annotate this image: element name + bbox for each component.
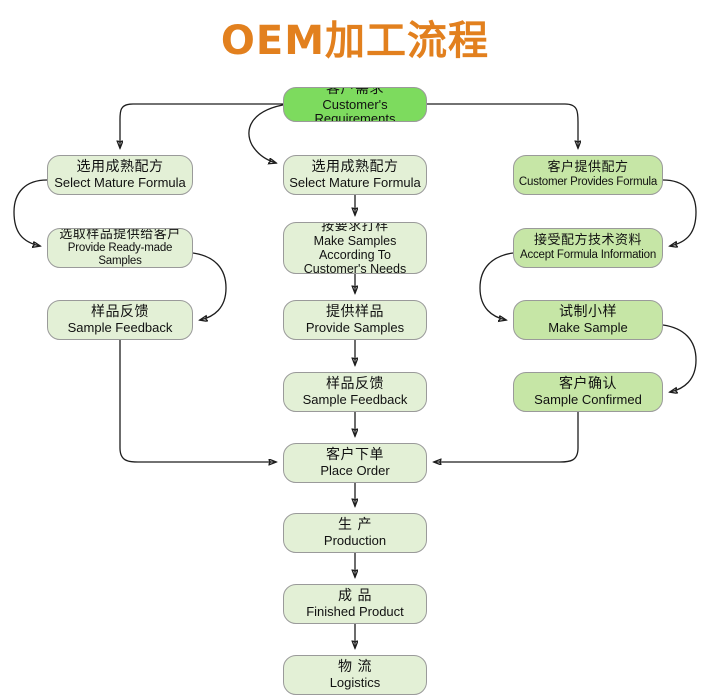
node-label-cn: 选用成熟配方 — [311, 158, 399, 175]
edge-left-feedback-to-place-order — [119, 340, 276, 462]
edge-ready-samples-to-left-feedback — [192, 252, 227, 320]
edge-req-to-right-formula — [427, 103, 578, 148]
edge-req-to-left-formula — [120, 103, 283, 148]
node-label-en: Finished Product — [306, 603, 404, 619]
node-label-en: Make Samples According To Customer's Nee… — [303, 234, 407, 274]
node-label-cn: 按要求打样 — [321, 222, 389, 234]
node-finished-product[interactable]: 成 品 Finished Product — [283, 584, 427, 624]
node-label-en: Customer Provides Formula — [518, 175, 658, 188]
node-label-cn: 生 产 — [338, 516, 372, 533]
node-label-en: Provide Samples — [305, 319, 405, 335]
edge-right-formula-to-accept-info — [662, 179, 697, 246]
node-label-en: Sample Feedback — [67, 319, 173, 335]
node-label-cn: 客户确认 — [559, 375, 617, 392]
page-title: OEM加工流程 — [220, 18, 490, 64]
node-label-cn: 选取样品提供给客户 — [59, 228, 181, 242]
edge-req-to-center-formula — [248, 103, 289, 163]
node-logistics[interactable]: 物 流 Logistics — [283, 655, 427, 695]
node-label-en: Provide Ready-made Samples — [67, 242, 173, 268]
node-label-en: Select Mature Formula — [54, 174, 186, 190]
node-customer-provides-formula[interactable]: 客户提供配方 Customer Provides Formula — [513, 155, 663, 195]
node-customer-requirements[interactable]: 客户需求 Customer's Requirements — [283, 87, 427, 122]
node-select-mature-formula-left[interactable]: 选用成熟配方 Select Mature Formula — [47, 155, 193, 195]
edge-left-formula-to-ready-samples — [13, 179, 48, 246]
node-label-cn: 样品反馈 — [326, 375, 384, 392]
node-label-cn: 物 流 — [338, 658, 372, 675]
node-label-cn: 提供样品 — [326, 303, 384, 320]
node-label-en: Select Mature Formula — [289, 174, 421, 190]
node-place-order[interactable]: 客户下单 Place Order — [283, 443, 427, 483]
node-production[interactable]: 生 产 Production — [283, 513, 427, 553]
node-label-cn: 客户需求 — [326, 87, 384, 98]
node-label-cn: 客户下单 — [326, 446, 384, 463]
node-label-en: Place Order — [320, 462, 390, 478]
edge-make-sample-to-sample-confirmed — [662, 324, 697, 392]
node-label-cn: 样品反馈 — [91, 303, 149, 320]
edge-sample-confirmed-to-place-order — [434, 412, 579, 462]
node-make-samples-according-to-customer-needs[interactable]: 按要求打样 Make Samples According To Customer… — [283, 222, 427, 274]
node-accept-formula-information[interactable]: 接受配方技术资料 Accept Formula Information — [513, 228, 663, 268]
node-make-sample[interactable]: 试制小样 Make Sample — [513, 300, 663, 340]
node-label-en: Sample Feedback — [302, 391, 408, 407]
node-label-en: Accept Formula Information — [519, 248, 657, 261]
node-label-cn: 接受配方技术资料 — [533, 233, 642, 249]
node-select-mature-formula-center[interactable]: 选用成熟配方 Select Mature Formula — [283, 155, 427, 195]
node-sample-feedback-center[interactable]: 样品反馈 Sample Feedback — [283, 372, 427, 412]
node-sample-confirmed[interactable]: 客户确认 Sample Confirmed — [513, 372, 663, 412]
node-label-en: Sample Confirmed — [534, 391, 642, 407]
node-label-en: Make Sample — [548, 319, 628, 335]
node-sample-feedback-left[interactable]: 样品反馈 Sample Feedback — [47, 300, 193, 340]
node-label-cn: 客户提供配方 — [547, 160, 629, 176]
node-label-cn: 成 品 — [338, 587, 372, 604]
node-provide-samples[interactable]: 提供样品 Provide Samples — [283, 300, 427, 340]
edge-accept-info-to-make-sample — [479, 252, 514, 320]
node-label-cn: 试制小样 — [559, 303, 617, 320]
node-label-en: Logistics — [329, 674, 381, 690]
node-label-cn: 选用成熟配方 — [76, 158, 164, 175]
node-provide-ready-made-samples[interactable]: 选取样品提供给客户 Provide Ready-made Samples — [47, 228, 193, 268]
node-label-en: Customer's Requirements — [314, 96, 396, 122]
node-label-en: Production — [323, 532, 387, 548]
